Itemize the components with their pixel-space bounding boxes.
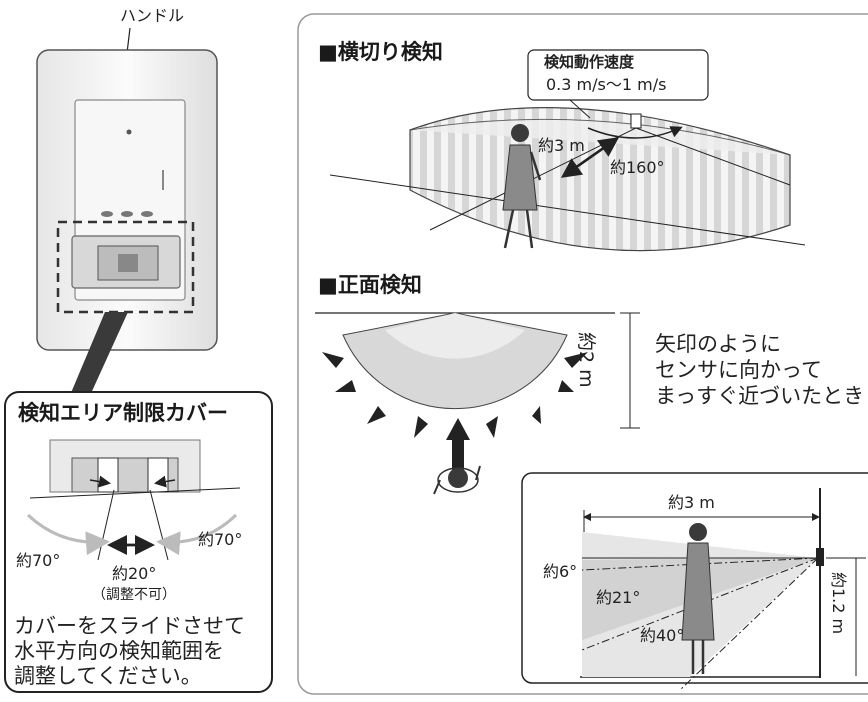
cover-description-line1: カバーをスライドさせて bbox=[14, 614, 245, 638]
side-view-graphics bbox=[521, 472, 868, 691]
speed-value: 0.3 m/s〜1 m/s bbox=[546, 75, 667, 94]
cross-detection-heading: ■横切り検知 bbox=[318, 40, 443, 64]
right-panel-border bbox=[297, 13, 868, 695]
approaching-person bbox=[433, 465, 481, 495]
cover-right-angle: 約70° bbox=[198, 530, 243, 549]
front-note-line1: 矢印のように bbox=[655, 332, 781, 356]
cover-slide-arrow-left bbox=[89, 475, 111, 488]
cover-baseline bbox=[29, 487, 241, 499]
cross-sensor bbox=[630, 113, 642, 129]
cover-callout-title: 検知エリア制限カバー bbox=[18, 401, 228, 425]
cover-arc-left bbox=[26, 513, 110, 556]
approach-main-shaft bbox=[452, 440, 464, 472]
cross-ray-right bbox=[635, 127, 791, 186]
cross-detection-graphics bbox=[329, 49, 806, 252]
sensor-leds bbox=[101, 211, 153, 217]
cover-left-angle: 約70° bbox=[16, 551, 61, 570]
front-detection-heading: ■正面検知 bbox=[318, 273, 422, 297]
front-detection-graphics bbox=[315, 312, 640, 495]
side-distance-label: 約3 m bbox=[668, 493, 715, 512]
speed-title: 検知動作速度 bbox=[544, 53, 635, 71]
side-ray-21 bbox=[581, 557, 819, 651]
side-angle-40: 約40° bbox=[640, 626, 685, 645]
cover-center-angle: 約20° bbox=[112, 564, 157, 583]
standing-person bbox=[681, 523, 715, 674]
walking-person bbox=[502, 124, 542, 249]
side-angle-6: 約6° bbox=[543, 562, 578, 581]
approach-arrows bbox=[322, 352, 588, 440]
side-height-label: 約1.2 m bbox=[829, 572, 848, 635]
side-sensor bbox=[816, 548, 824, 566]
side-angle-21: 約21° bbox=[596, 588, 641, 607]
cover-arc-right bbox=[156, 513, 238, 556]
front-note-line2: センサに向かって bbox=[655, 358, 822, 382]
cover-description-line2: 水平方向の検知範囲を bbox=[14, 639, 224, 663]
handle-indicator-dot bbox=[126, 129, 132, 135]
cover-callout-graphics bbox=[4, 391, 273, 693]
cover-slider-left bbox=[97, 457, 119, 493]
cover-description-line3: 調整してください。 bbox=[14, 664, 202, 688]
cross-angle-label: 約160° bbox=[610, 158, 665, 177]
switch-illustration bbox=[36, 27, 218, 400]
cover-slide-arrow-right bbox=[154, 475, 176, 488]
sensor-lens bbox=[97, 245, 159, 281]
handle-label: ハンドル bbox=[120, 6, 185, 25]
front-detection-fan-inner bbox=[385, 313, 525, 359]
sensor-core bbox=[118, 254, 138, 272]
front-note-line3: まっすぐ近づいたとき bbox=[655, 384, 865, 408]
speed-callout-leader bbox=[569, 99, 591, 119]
cross-angle-arc bbox=[587, 126, 683, 139]
cover-slider-right bbox=[147, 457, 169, 493]
speed-callout-box bbox=[527, 49, 709, 101]
front-distance-label: 約2 m bbox=[575, 332, 597, 388]
cover-center-note: （調整不可） bbox=[92, 587, 176, 603]
cross-distance-arrow-back bbox=[564, 137, 620, 177]
cross-distance-label: 約3 m bbox=[538, 136, 585, 155]
callout-pointer bbox=[68, 312, 128, 400]
cross-floor-line bbox=[329, 174, 806, 246]
